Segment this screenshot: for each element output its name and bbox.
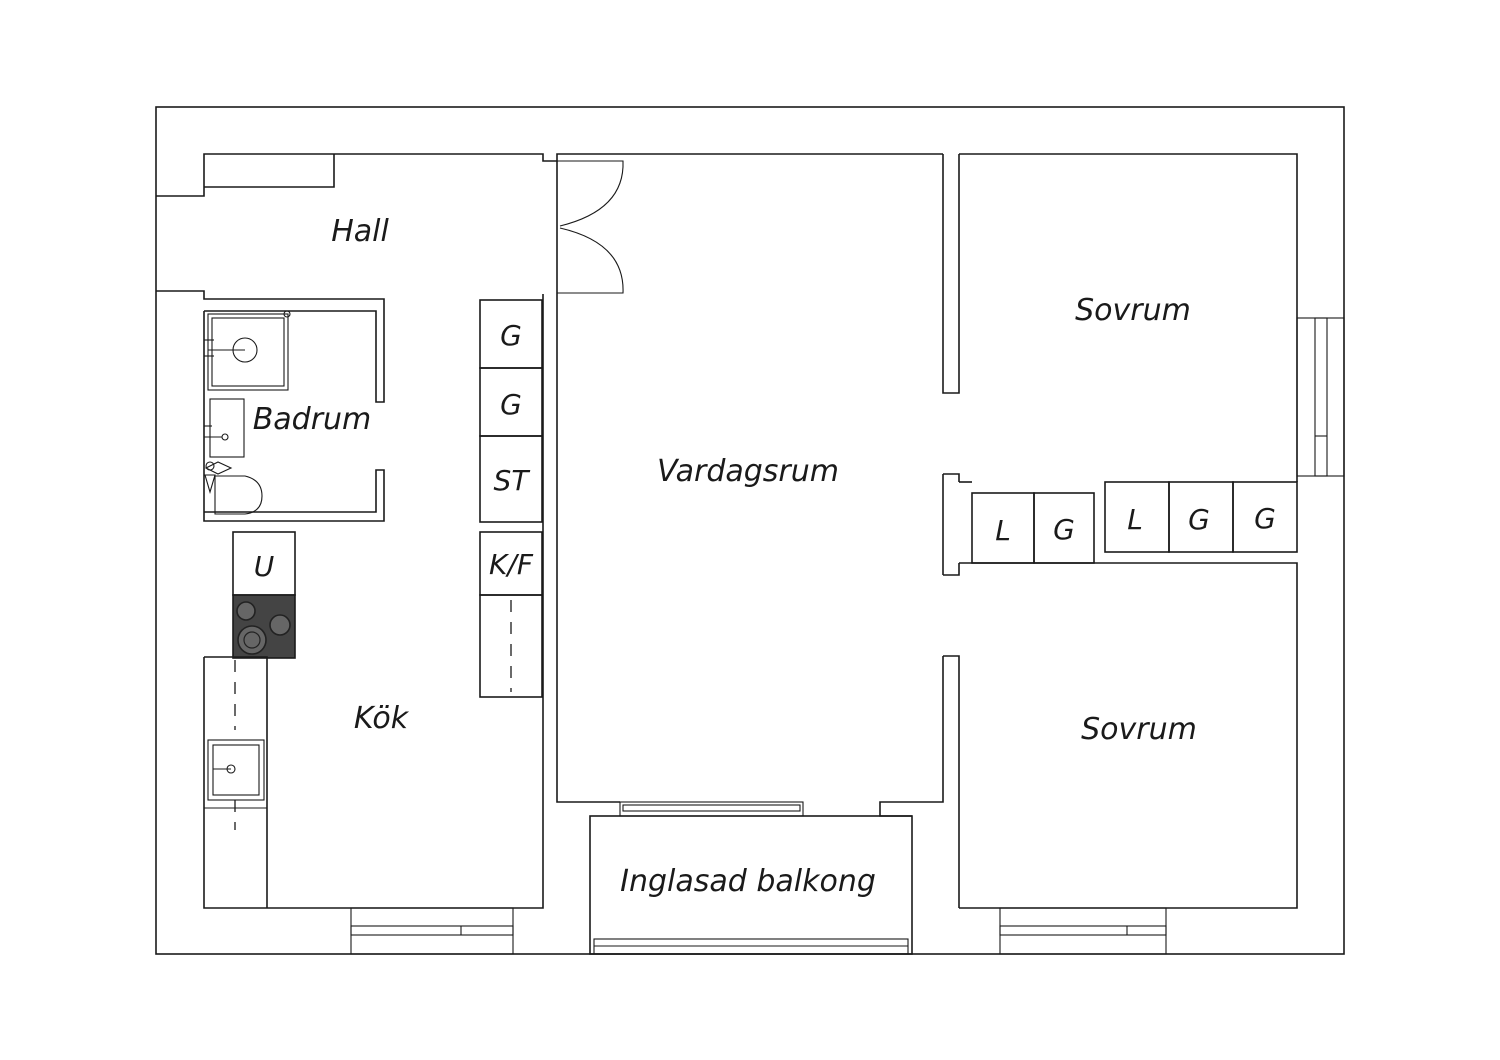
bedroom-bottom-window bbox=[999, 907, 1167, 955]
cabinet-label: G bbox=[500, 319, 522, 352]
cabinet-label: G bbox=[1188, 503, 1210, 536]
entrance-door bbox=[556, 160, 624, 294]
cabinet-label: G bbox=[500, 388, 522, 421]
cabinet-label: L bbox=[1127, 503, 1143, 536]
cabinet-label: G bbox=[1254, 502, 1276, 535]
balcony bbox=[589, 815, 913, 955]
cabinet-label: U bbox=[254, 550, 275, 583]
bedroom-top-window bbox=[1296, 317, 1345, 477]
living-room bbox=[556, 154, 960, 908]
bedroom-top bbox=[959, 153, 1345, 482]
room-label-kok: Kök bbox=[354, 701, 410, 736]
kitchen bbox=[203, 294, 544, 955]
room-label-sovrum-bottom: Sovrum bbox=[1081, 712, 1197, 747]
cabinet-label: L bbox=[995, 514, 1011, 547]
sink-icon bbox=[204, 398, 245, 458]
room-label-hall: Hall bbox=[331, 214, 389, 249]
bathroom bbox=[203, 310, 385, 522]
hall-walls bbox=[156, 153, 943, 403]
cabinet-label: K/F bbox=[489, 548, 534, 581]
wardrobe-column bbox=[479, 299, 543, 698]
shower-icon bbox=[204, 310, 291, 391]
toilet-icon bbox=[204, 461, 263, 515]
bedroom-bottom bbox=[959, 562, 1298, 955]
room-label-balkong: Inglasad balkong bbox=[620, 864, 876, 899]
living-room-window bbox=[619, 801, 804, 817]
room-label-badrum: Badrum bbox=[253, 402, 372, 437]
room-label-vardagsrum: Vardagsrum bbox=[657, 454, 839, 489]
room-label-sovrum-top: Sovrum bbox=[1075, 293, 1191, 328]
kitchen-sink-icon bbox=[207, 739, 265, 801]
cabinet-label: G bbox=[1053, 513, 1075, 546]
cabinet-label: ST bbox=[494, 464, 531, 497]
kitchen-window bbox=[350, 907, 514, 955]
